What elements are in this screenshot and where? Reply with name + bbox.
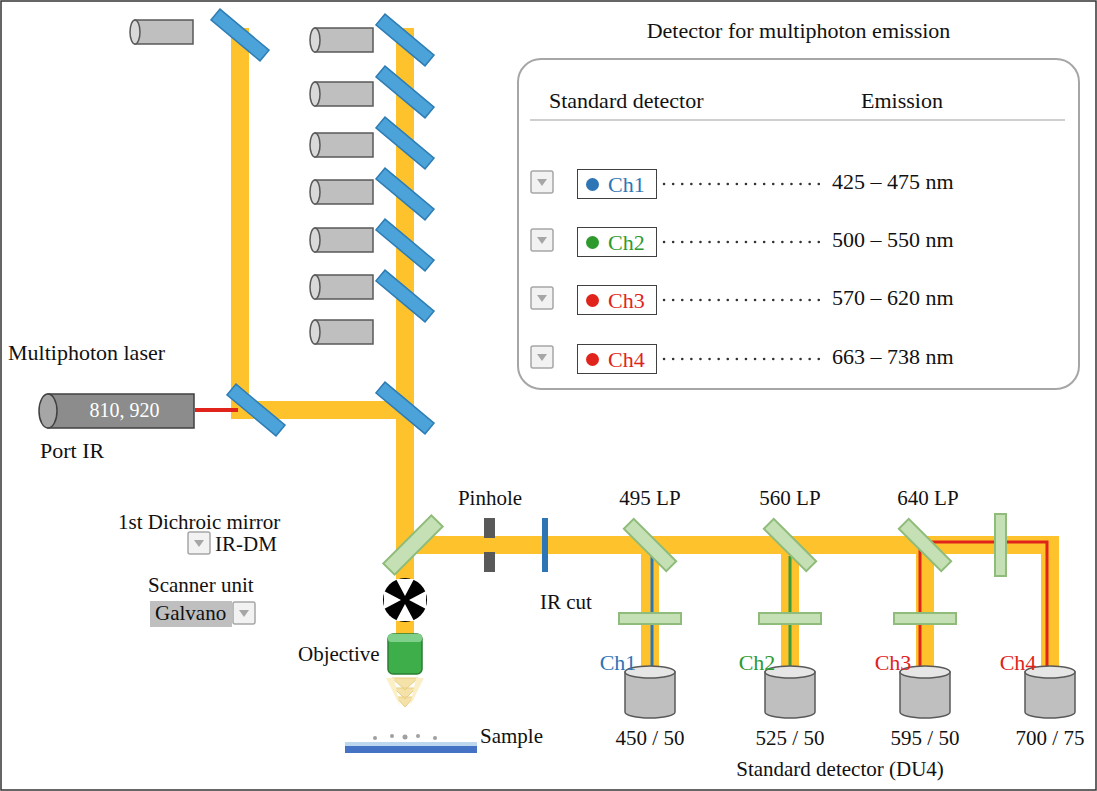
laser-unit	[310, 275, 373, 299]
node-title: Ch1	[608, 172, 645, 197]
label: 450 / 50	[616, 726, 685, 750]
column-heading: Standard detector	[549, 88, 704, 113]
dropdown-icon	[531, 229, 553, 251]
leader-dots	[664, 299, 822, 302]
scanner-selector: Galvano	[150, 601, 232, 627]
label: 425 – 475 nm	[832, 169, 954, 194]
channel-box: Ch4	[577, 344, 657, 374]
laser-unit	[130, 20, 193, 44]
label: Standard detector (DU4)	[736, 757, 944, 781]
mirror	[376, 219, 434, 271]
dotted-leaders	[664, 184, 822, 359]
node-title: Ch4	[608, 347, 645, 372]
label: Ch3	[875, 650, 912, 675]
label: 560 LP	[759, 486, 820, 510]
channel-dot	[586, 294, 599, 307]
label: Scanner unit	[148, 573, 254, 597]
label: 570 – 620 nm	[832, 285, 954, 310]
node-title: 810, 920	[90, 399, 160, 422]
laser-unit	[310, 82, 373, 106]
beam-paths	[231, 28, 1059, 676]
leader-dots	[664, 241, 822, 244]
label: IR cut	[540, 590, 592, 614]
channel-dot	[586, 178, 599, 191]
pinhole	[484, 518, 495, 538]
label: Ch2	[739, 650, 776, 675]
dropdown-icon	[233, 602, 255, 624]
label: 595 / 50	[891, 726, 960, 750]
label: 1st Dichroic mirror	[118, 510, 280, 534]
label: 525 / 50	[756, 726, 825, 750]
channel-dot	[586, 353, 599, 366]
label: 640 LP	[897, 486, 958, 510]
dropdown-icon	[188, 532, 210, 554]
dropdown-icon	[531, 346, 553, 368]
label: Sample	[480, 724, 543, 748]
laser-unit	[310, 28, 373, 52]
label: Ch4	[1000, 650, 1037, 675]
panel-separator	[530, 119, 1065, 121]
label: Port IR	[40, 438, 104, 463]
detector-panel: Detector for multiphoton emissionStandar…	[517, 58, 1080, 390]
node-title: Ch3	[608, 288, 645, 313]
channel-box: Ch2	[577, 227, 657, 257]
ir-cut-filter	[542, 518, 548, 572]
scanner-symbol	[383, 578, 427, 622]
mirror	[376, 66, 434, 118]
column-heading: Emission	[861, 88, 943, 113]
mirror	[227, 384, 285, 436]
node-title: Detector for multiphoton emission	[647, 18, 951, 43]
mirror-stack	[211, 9, 434, 436]
leader-dots	[664, 358, 822, 361]
channel-box: Ch3	[577, 285, 657, 315]
laser-source: 810, 920	[38, 393, 195, 429]
channel-dot	[586, 236, 599, 249]
label: Multiphoton laser	[8, 340, 165, 365]
label: 500 – 550 nm	[832, 227, 954, 252]
dropdown-icon	[531, 171, 553, 193]
objective-lens	[386, 634, 424, 707]
label: 663 – 738 nm	[832, 344, 954, 369]
leader-dots	[664, 183, 822, 186]
mirror	[376, 117, 434, 169]
light-sources	[130, 20, 373, 344]
laser-unit	[310, 228, 373, 252]
label: Objective	[298, 642, 380, 666]
mirror	[376, 382, 434, 434]
label: 700 / 75	[1016, 726, 1085, 750]
channel-lines	[652, 542, 1047, 676]
sample-slide	[345, 734, 477, 753]
channel-box: Ch1	[577, 169, 657, 199]
label: Ch1	[600, 650, 637, 675]
label: 495 LP	[619, 486, 680, 510]
dropdown-icons	[188, 171, 553, 624]
label: IR-DM	[215, 532, 277, 556]
laser-unit	[310, 320, 373, 344]
label: Pinhole	[458, 486, 522, 510]
laser-unit	[310, 133, 373, 157]
laser-unit	[310, 180, 373, 204]
laser-beam	[195, 408, 238, 412]
mirror	[376, 270, 434, 322]
mirror	[376, 168, 434, 220]
node-title: Galvano	[155, 601, 226, 625]
mirror	[376, 14, 434, 66]
node-title: Ch2	[608, 230, 645, 255]
dichroic-mirrors	[383, 514, 1006, 624]
pinhole	[484, 552, 495, 572]
mirror	[211, 9, 269, 61]
dropdown-icon	[531, 287, 553, 309]
